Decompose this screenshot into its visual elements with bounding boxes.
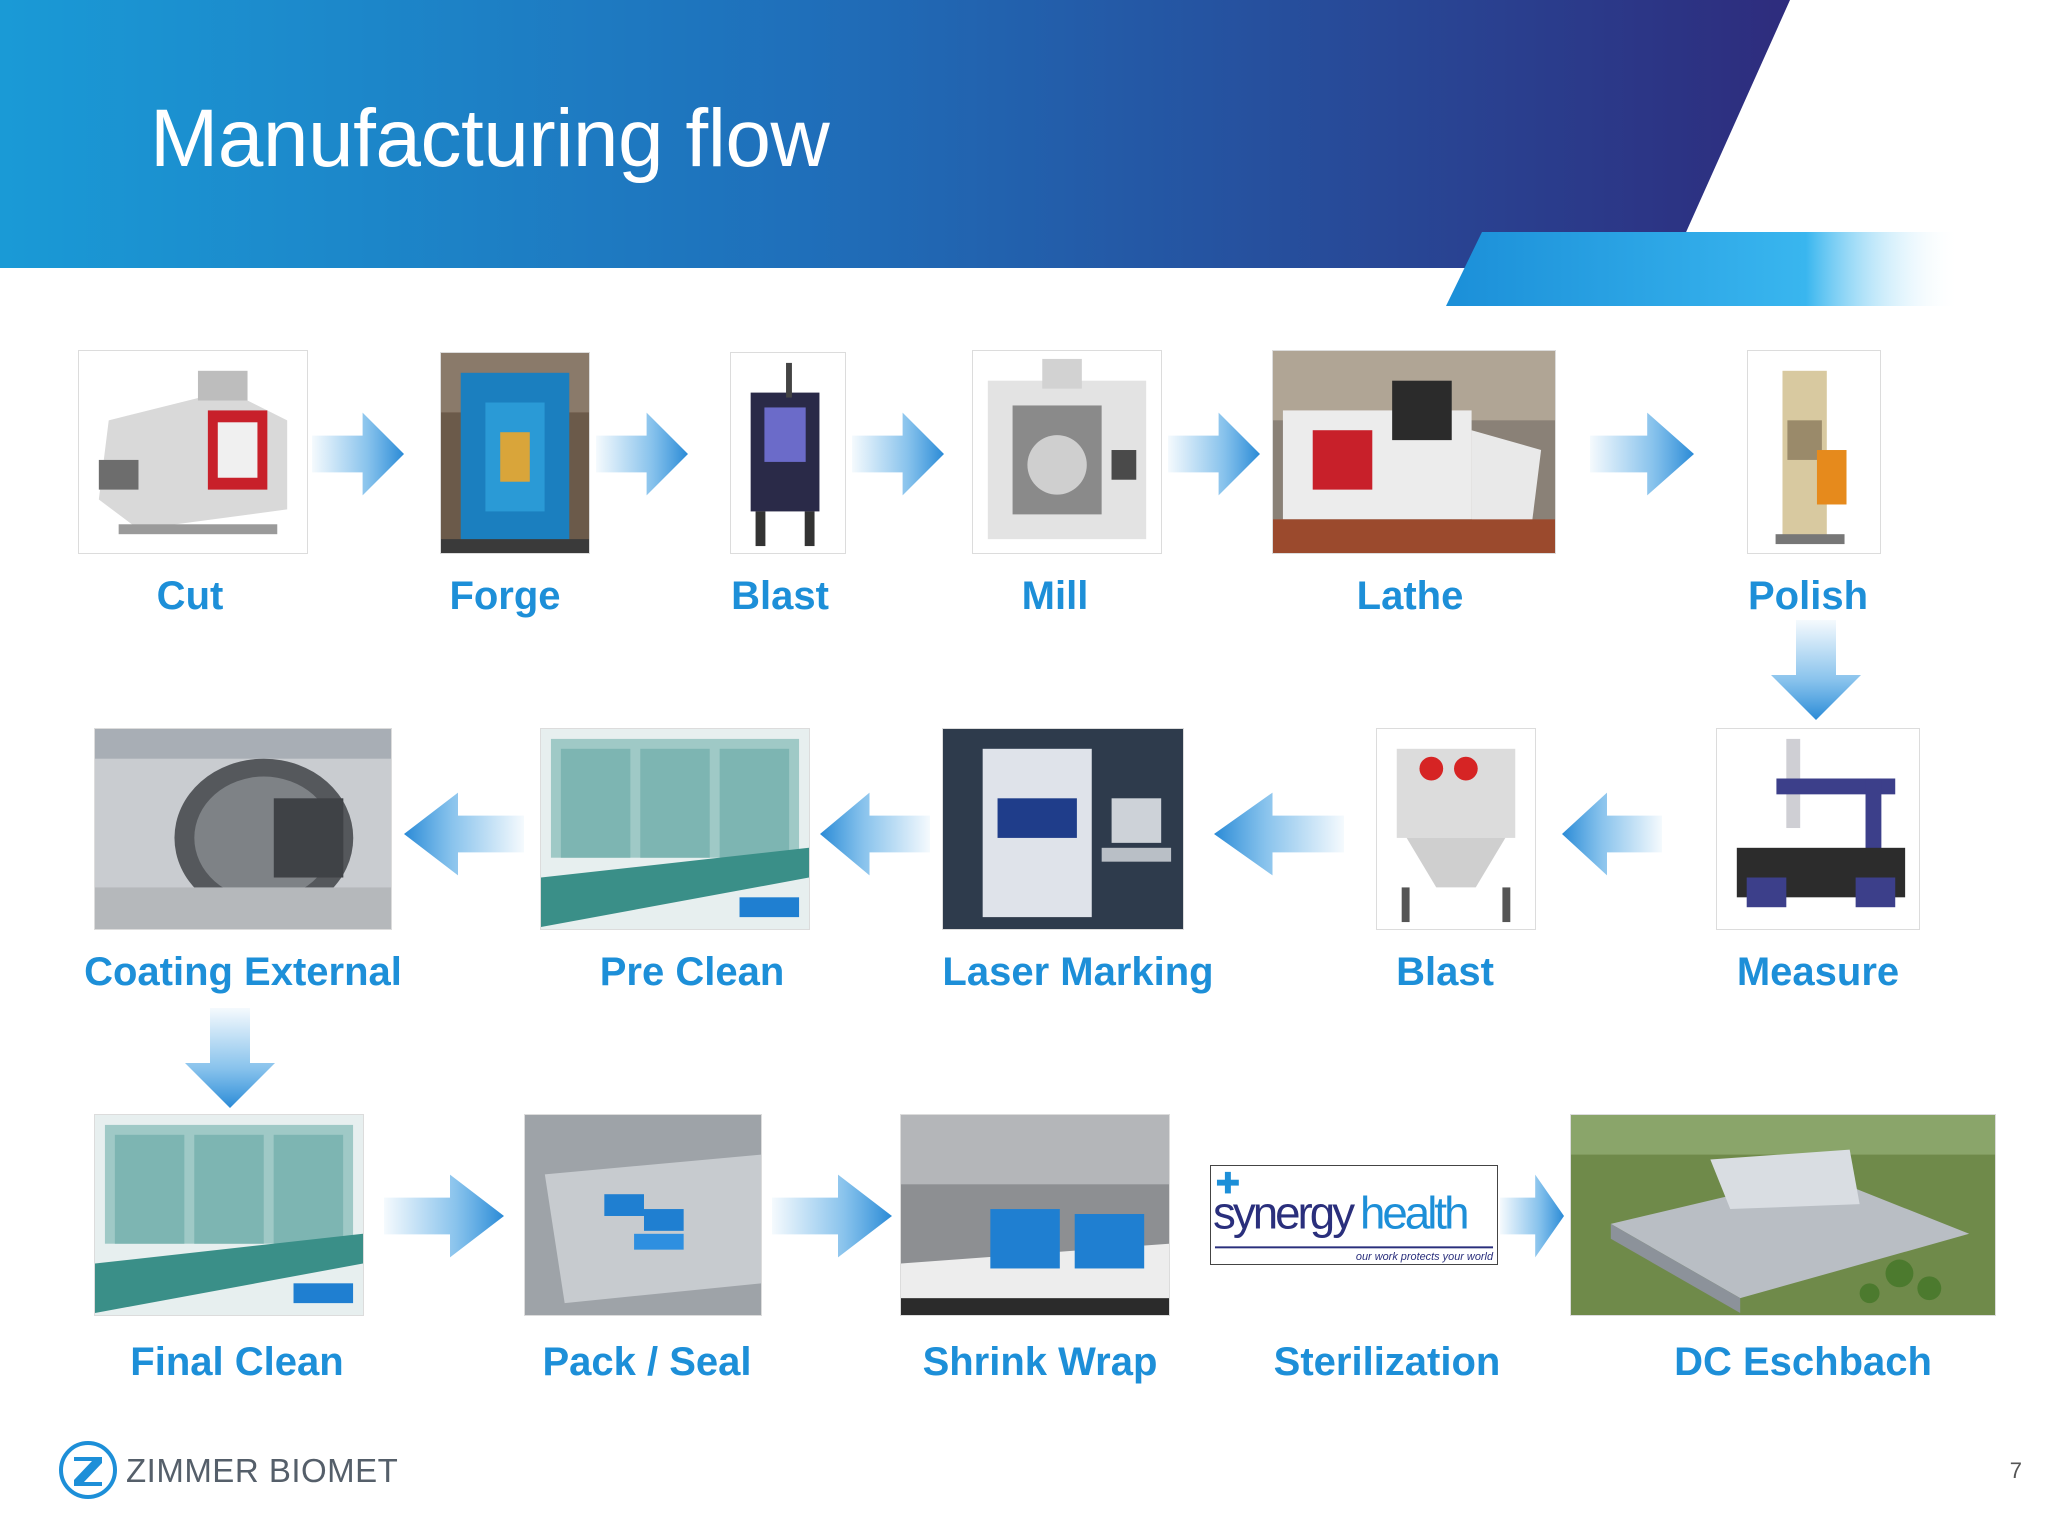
blast-machine-image	[730, 352, 846, 554]
blast-cabinet-image	[1376, 728, 1536, 930]
step-label-final-clean: Final Clean	[130, 1340, 344, 1384]
header-banner	[0, 0, 2048, 310]
pre-clean-image	[540, 728, 810, 930]
final-clean-image	[94, 1114, 364, 1316]
right-arrow-icon	[1500, 1170, 1564, 1262]
forge-machine-image	[440, 352, 590, 554]
right-arrow-icon	[596, 408, 688, 500]
sterilization-logo-image: synergy health our work protects your wo…	[1210, 1165, 1498, 1265]
left-arrow-icon	[1214, 788, 1344, 880]
down-arrow-icon	[1766, 620, 1866, 720]
logo-brand-left: synergy	[1213, 1188, 1355, 1239]
left-arrow-icon	[1562, 788, 1662, 880]
mill-machine-image	[972, 350, 1162, 554]
right-arrow-icon	[312, 408, 404, 500]
left-arrow-icon	[820, 788, 930, 880]
right-arrow-icon	[1168, 408, 1260, 500]
cut-machine-image	[78, 350, 308, 554]
step-label-dc-eschbach: DC Eschbach	[1674, 1340, 1932, 1384]
zimmer-biomet-logo: ZIMMER BIOMET	[58, 1440, 418, 1504]
zimmer-biomet-z-icon	[59, 1441, 117, 1499]
step-label-lathe: Lathe	[1356, 574, 1464, 618]
logo-brand-right: health	[1360, 1188, 1467, 1239]
step-label-forge: Forge	[449, 574, 561, 618]
dc-eschbach-image	[1570, 1114, 1996, 1316]
right-arrow-icon	[852, 408, 944, 500]
laser-marking-image	[942, 728, 1184, 930]
step-label-shrink-wrap: Shrink Wrap	[922, 1340, 1158, 1384]
step-label-pack-seal: Pack / Seal	[542, 1340, 752, 1384]
logo-tagline: our work protects your world	[1356, 1251, 1494, 1263]
step-label-polish: Polish	[1747, 574, 1869, 618]
step-label-cut: Cut	[156, 574, 224, 618]
polish-machine-image	[1747, 350, 1881, 554]
page-title: Manufacturing flow	[150, 93, 830, 184]
shrink-wrap-image	[900, 1114, 1170, 1316]
coating-external-image	[94, 728, 392, 930]
right-arrow-icon	[384, 1170, 504, 1262]
step-label-sterilization: Sterilization	[1273, 1340, 1501, 1384]
brand-name: ZIMMER BIOMET	[126, 1452, 399, 1489]
step-label-measure: Measure	[1736, 950, 1900, 994]
down-arrow-icon	[180, 1008, 280, 1108]
step-label-blast: Blast	[731, 574, 829, 618]
lathe-machine-image	[1272, 350, 1556, 554]
pack-seal-image	[524, 1114, 762, 1316]
page-number: 7	[2009, 1458, 2022, 1483]
right-arrow-icon	[1590, 408, 1694, 500]
step-label-pre-clean: Pre Clean	[599, 950, 785, 994]
right-arrow-icon	[772, 1170, 892, 1262]
step-label-blast-2: Blast	[1396, 950, 1494, 994]
left-arrow-icon	[404, 788, 524, 880]
step-label-laser-marking: Laser Marking	[942, 950, 1214, 994]
measure-machine-image	[1716, 728, 1920, 930]
step-label-coating-external: Coating External	[84, 950, 402, 994]
step-label-mill: Mill	[1021, 574, 1089, 618]
synergy-health-logo: synergy health our work protects your wo…	[1211, 1166, 1497, 1264]
